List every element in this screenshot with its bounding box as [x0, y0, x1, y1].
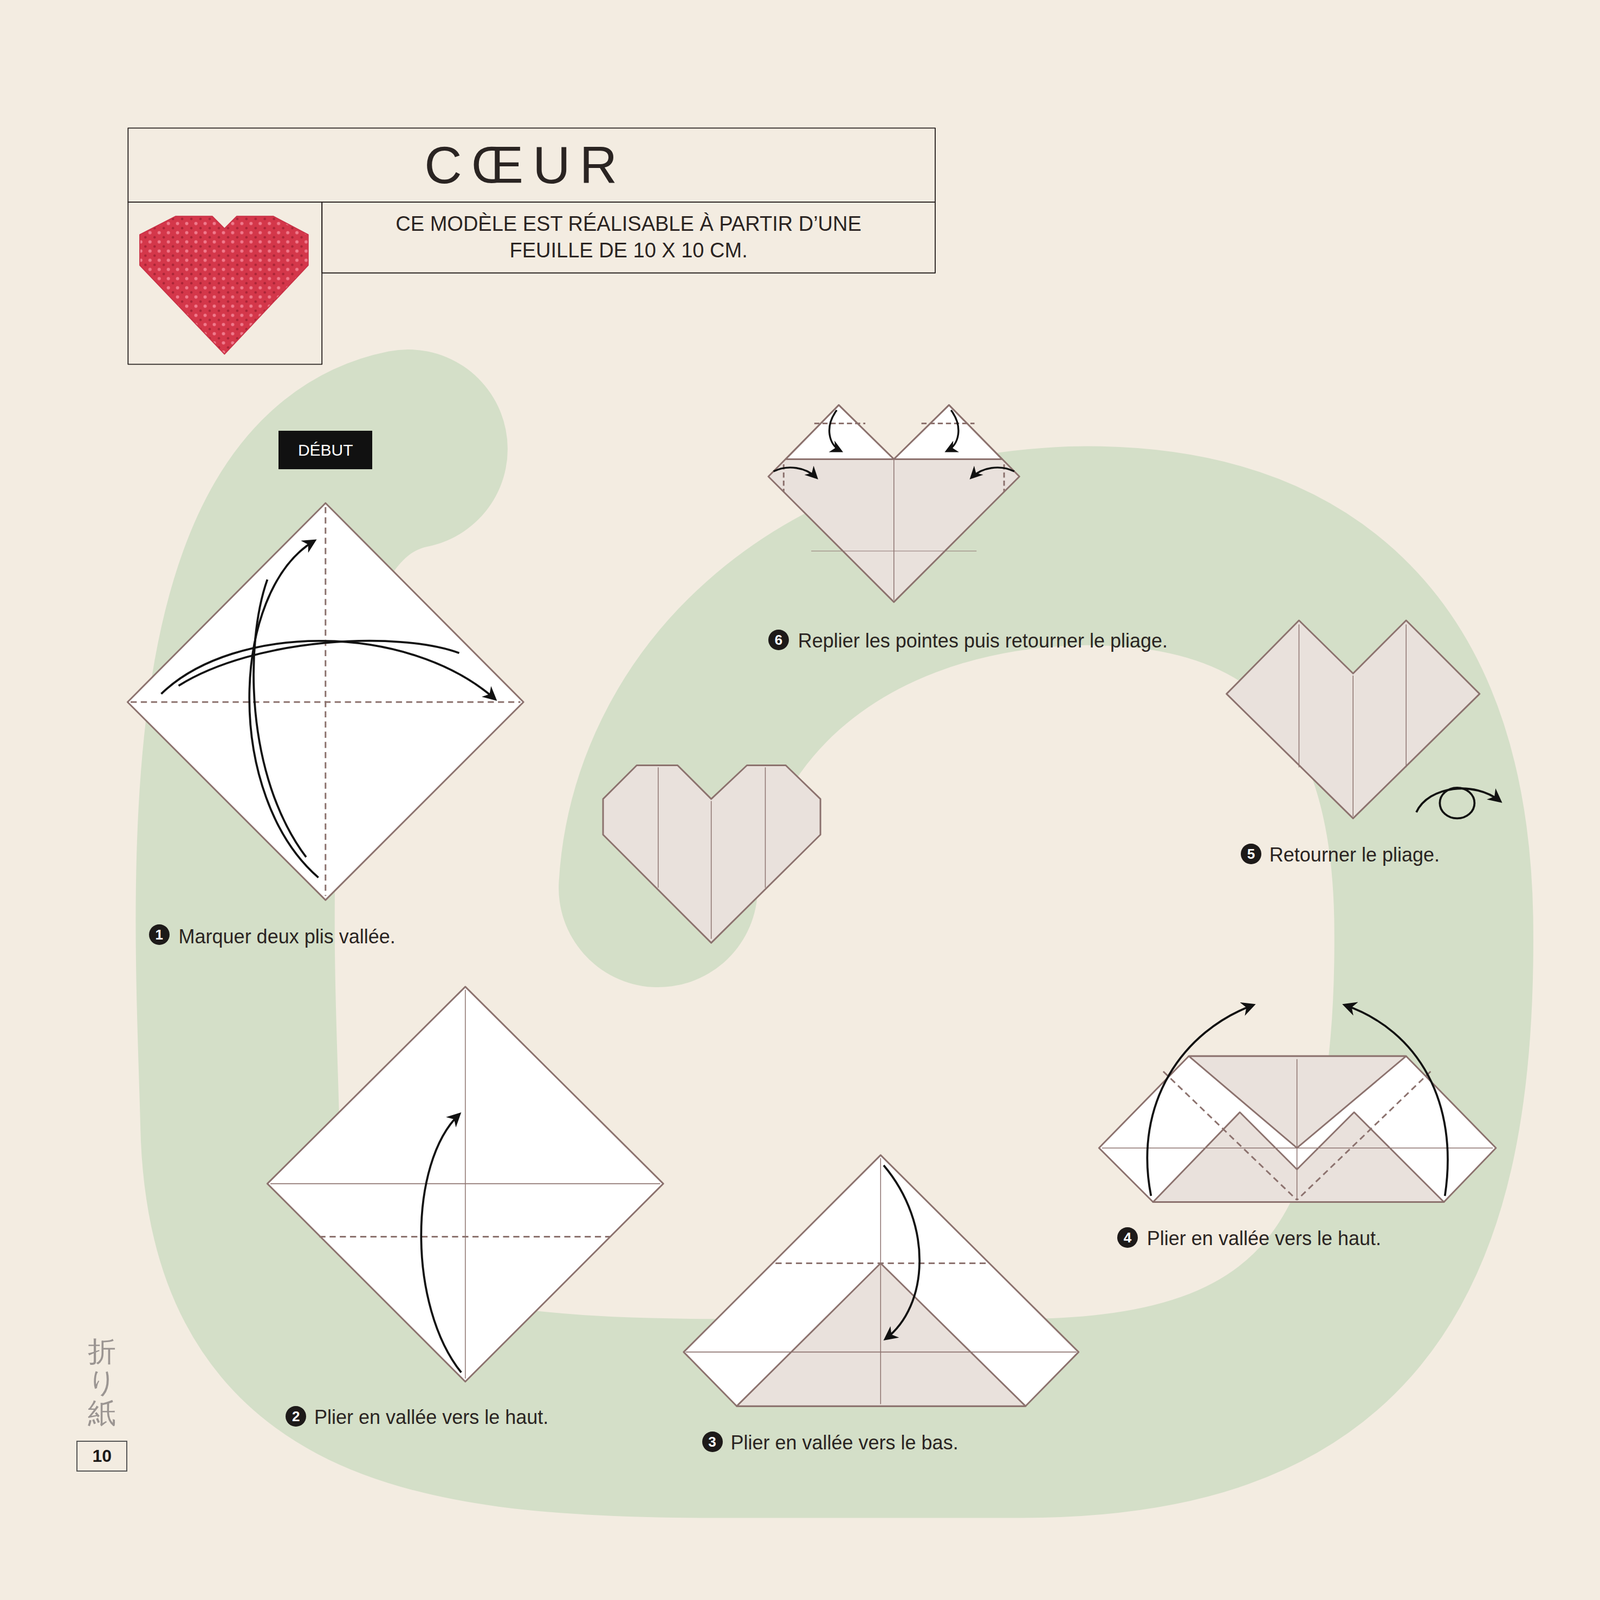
step-number: 5: [1240, 843, 1262, 865]
step-number: 6: [768, 629, 789, 651]
title: CŒUR: [424, 135, 627, 196]
start-badge: DÉBUT: [278, 430, 373, 470]
step-caption: Marquer deux plis vallée.: [178, 925, 396, 949]
step-caption: Plier en vallée vers le haut.: [314, 1406, 549, 1429]
node-text: 10: [92, 1445, 113, 1468]
step-number: 3: [702, 1431, 723, 1453]
vertical-kanji: 折り紙: [87, 1336, 116, 1430]
step-number: 2: [285, 1406, 307, 1427]
step-number: 1: [149, 924, 170, 945]
step-caption: Replier les pointes puis retourner le pl…: [798, 629, 1168, 653]
step-caption: Plier en vallée vers le bas.: [730, 1431, 958, 1455]
step-caption: Plier en vallée vers le haut.: [1147, 1227, 1382, 1250]
header-frame: [127, 127, 936, 365]
node-text: CE MODÈLE EST RÉALISABLE À PARTIR D’UNE …: [368, 210, 889, 265]
heart-photo: [139, 216, 309, 354]
description-box: CE MODÈLE EST RÉALISABLE À PARTIR D’UNE …: [321, 202, 936, 274]
page-number: 10: [76, 1440, 128, 1473]
folding-steps: [127, 405, 1500, 1407]
node-text: DÉBUT: [298, 439, 354, 461]
step-caption: Retourner le pliage.: [1269, 843, 1440, 867]
step-number: 4: [1117, 1227, 1138, 1248]
